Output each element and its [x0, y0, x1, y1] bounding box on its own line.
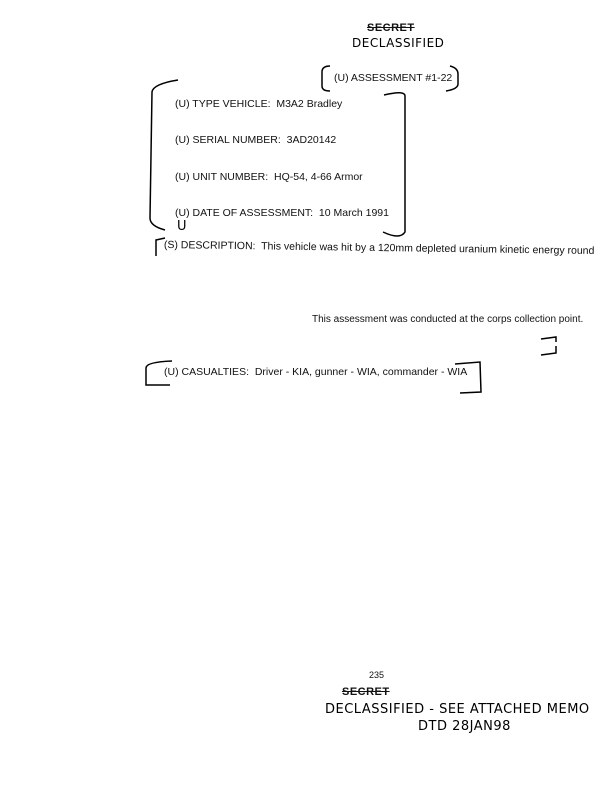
declassified-stamp: DECLASSIFIED	[352, 36, 445, 50]
field-label: (U) UNIT NUMBER:	[175, 171, 269, 183]
bracket-assessment-right	[445, 65, 459, 92]
field-type-vehicle: (U) TYPE VEHICLE: M3A2 Bradley	[175, 98, 342, 110]
page-number: 235	[369, 670, 385, 680]
field-unit-number: (U) UNIT NUMBER: HQ-54, 4-66 Armor	[175, 171, 363, 183]
description-label: (S) DESCRIPTION:	[163, 239, 256, 253]
field-label: (U) DATE OF ASSESSMENT:	[175, 207, 314, 219]
field-value: 3AD20142	[286, 134, 337, 146]
description-note: This assessment was conducted at the cor…	[312, 314, 584, 325]
field-date-of-assessment: (U) DATE OF ASSESSMENT: 10 March 1991	[175, 207, 389, 219]
bracket-casualties-left	[145, 360, 173, 386]
footer-date-note: DTD 28JAN98	[418, 719, 511, 734]
field-label: (U) TYPE VEHICLE:	[175, 98, 271, 110]
bracket-fields-left	[149, 79, 179, 231]
assessment-title: (U) ASSESSMENT #1-22	[334, 72, 453, 84]
bracket-note-top	[540, 336, 557, 342]
bracket-assessment-left	[321, 65, 331, 92]
bracket-note-bottom	[540, 346, 557, 356]
casualties-line: (U) CASUALTIES: Driver - KIA, gunner - W…	[164, 366, 467, 378]
bracket-casualties-right	[454, 361, 482, 394]
field-serial-number: (U) SERIAL NUMBER: 3AD20142	[175, 134, 336, 146]
casualties-text: Driver - KIA, gunner - WIA, commander - …	[254, 366, 468, 378]
footer-classification-struck: SECRET	[342, 686, 390, 698]
footer-declassified-note: DECLASSIFIED - SEE ATTACHED MEMO	[325, 702, 590, 717]
bracket-fields-right	[382, 92, 406, 237]
field-label: (U) SERIAL NUMBER:	[175, 134, 281, 146]
field-value: M3A2 Bradley	[276, 98, 343, 110]
casualties-label: (U) CASUALTIES:	[164, 366, 249, 378]
handwritten-u-marking: U	[177, 219, 188, 234]
field-value: 10 March 1991	[318, 207, 389, 219]
classification-struck: SECRET	[367, 22, 415, 34]
field-value: HQ-54, 4-66 Armor	[273, 171, 363, 183]
bracket-description-left	[155, 237, 166, 256]
